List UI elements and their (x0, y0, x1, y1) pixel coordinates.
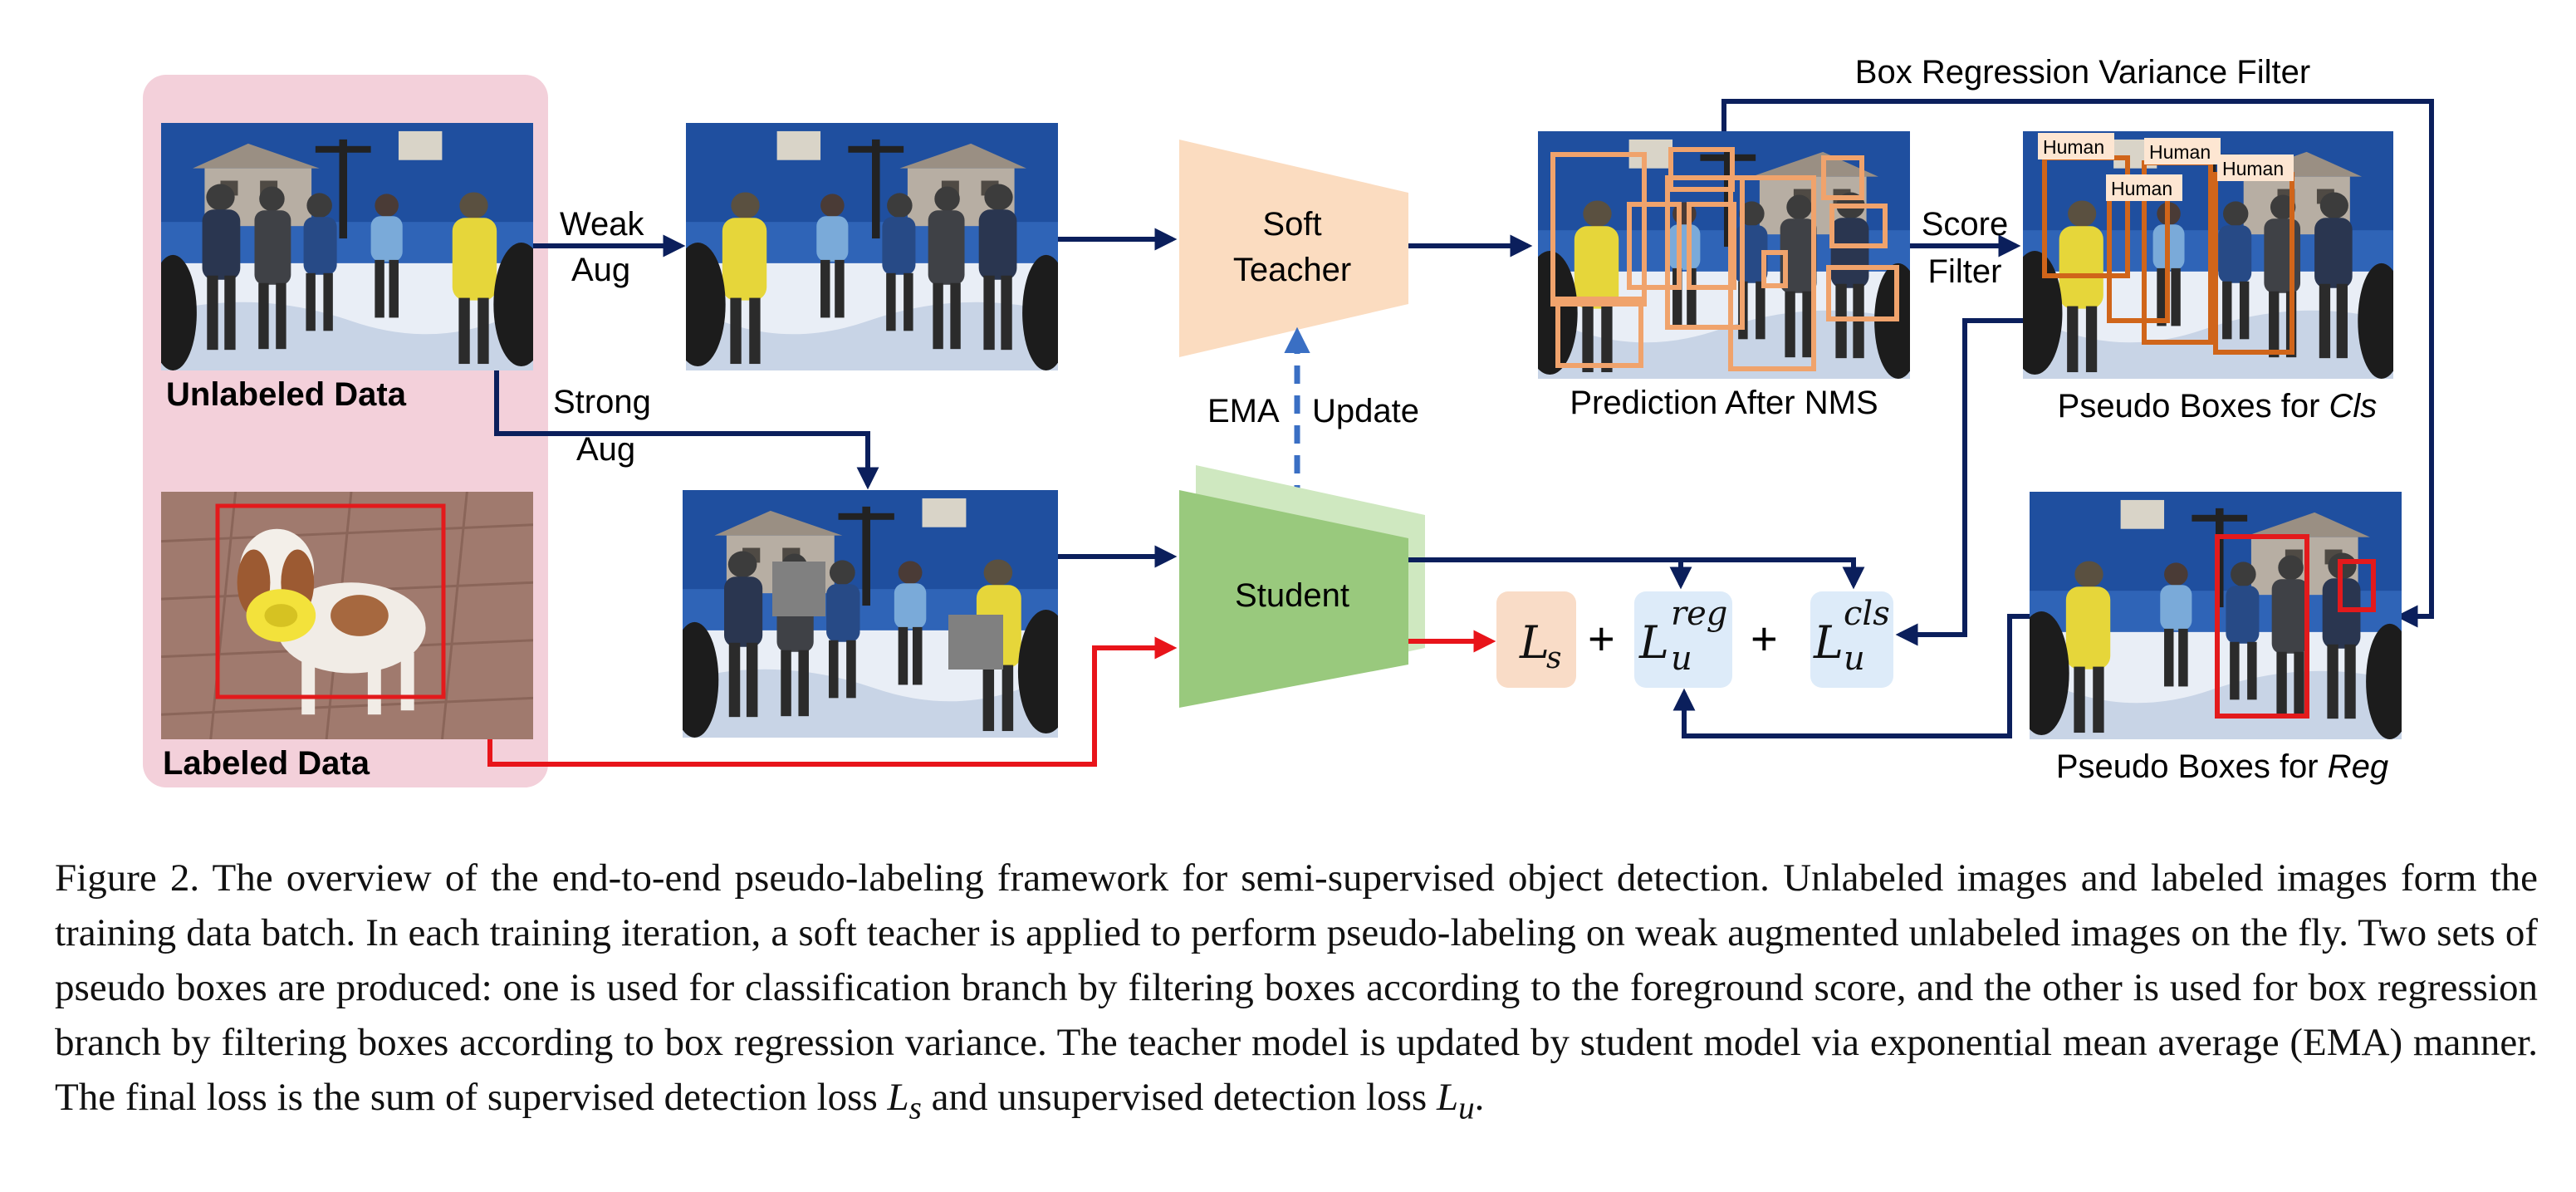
pseudo-reg-label: Pseudo Boxes for Reg (2056, 748, 2388, 785)
variance-filter-arrow (1721, 99, 2434, 628)
nms-box (1826, 265, 1899, 321)
nms-box (1829, 204, 1888, 248)
unlabeled-image (161, 123, 533, 370)
soft-teacher-block (1179, 140, 1408, 357)
lu-cls-box (1810, 591, 1893, 688)
nms-box (1728, 175, 1816, 371)
soft-teacher-label: Soft (1262, 206, 1321, 243)
pseudo-cls-label: Pseudo Boxes for Cls (2058, 388, 2378, 424)
figure-caption: Figure 2. The overview of the end-to-end… (55, 851, 2538, 1136)
nms-box (1668, 147, 1735, 192)
score-label: Score (1922, 206, 2009, 243)
nms-box (1687, 202, 1736, 290)
labeled-data-label: Labeled Data (163, 745, 370, 782)
lu-reg-subscript: u (1671, 640, 1692, 678)
cutout-patch (772, 562, 825, 616)
nms-boxes (1550, 147, 1899, 371)
plus-sign: + (1751, 612, 1778, 665)
caption-ls-symbol: L (887, 1076, 909, 1119)
lu-cls-subscript: u (1844, 640, 1865, 678)
human-tag: Human (2111, 178, 2172, 199)
update-label: Update (1312, 393, 1419, 429)
strong-aug-arrow (494, 370, 879, 490)
nms-box (1550, 152, 1647, 307)
student-label: Student (1235, 577, 1349, 614)
nms-box (1555, 297, 1643, 368)
plus-sign: + (1588, 612, 1615, 665)
gt-box (215, 503, 446, 699)
lu-reg-superscript: reg (1671, 595, 1727, 633)
framework-diagram: Unlabeled Data Labeled Data Weak Aug Str… (143, 54, 2434, 787)
soft-teacher-label-2: Teacher (1233, 252, 1351, 288)
lu-reg-symbol: L (1638, 616, 1669, 669)
weak-aug-image (686, 123, 1058, 370)
student-to-lu-arrow (1408, 557, 1865, 590)
lu-reg-box (1634, 591, 1732, 688)
student-block (1179, 490, 1408, 708)
human-tag: Human (2043, 136, 2104, 158)
ls-subscript: s (1546, 641, 1561, 675)
strong-label: Strong (553, 384, 651, 420)
prediction-after-nms-label: Prediction After NMS (1570, 385, 1878, 421)
cls-to-loss-arrow (1895, 318, 2023, 646)
cutout-patch (948, 615, 1003, 670)
nms-box (1761, 250, 1788, 288)
caption-ls-sub: s (908, 1090, 922, 1126)
labeled-to-student-arrow (487, 636, 1178, 767)
reg-to-loss-arrow (1672, 614, 2030, 738)
caption-middle: and unsupervised detection loss (921, 1076, 1437, 1119)
nms-box (1627, 202, 1682, 290)
ema-label: EMA (1207, 393, 1280, 429)
nms-box (1665, 175, 1745, 330)
caption-lu-symbol: L (1436, 1076, 1459, 1119)
reg-box (2215, 534, 2309, 719)
human-tag: Human (2222, 158, 2284, 179)
weak-aug-label: Aug (571, 252, 630, 288)
lu-cls-superscript: cls (1844, 595, 1890, 633)
pseudo-reg-image (2030, 492, 2402, 739)
lu-cls-symbol: L (1813, 616, 1844, 669)
human-tag: Human (2149, 141, 2211, 163)
strong-aug-label: Aug (576, 431, 635, 468)
weak-label: Weak (560, 206, 645, 243)
reg-box (2338, 559, 2376, 612)
ls-box (1496, 591, 1576, 688)
filter-label: Filter (1928, 253, 2002, 290)
ls-symbol: L (1519, 616, 1550, 669)
caption-end: . (1474, 1076, 1485, 1119)
human-tags: Human Human Human Human (2038, 133, 2294, 201)
caption-label: Figure 2. (55, 856, 200, 900)
caption-lu-sub: u (1458, 1090, 1475, 1126)
strong-aug-image (683, 490, 1058, 738)
labeled-image (161, 492, 533, 739)
unlabeled-data-label: Unlabeled Data (166, 376, 407, 413)
nms-box (1821, 155, 1864, 200)
box-regression-variance-filter-label: Box Regression Variance Filter (1855, 54, 2310, 91)
caption-text: The overview of the end-to-end pseudo-la… (55, 856, 2538, 1119)
